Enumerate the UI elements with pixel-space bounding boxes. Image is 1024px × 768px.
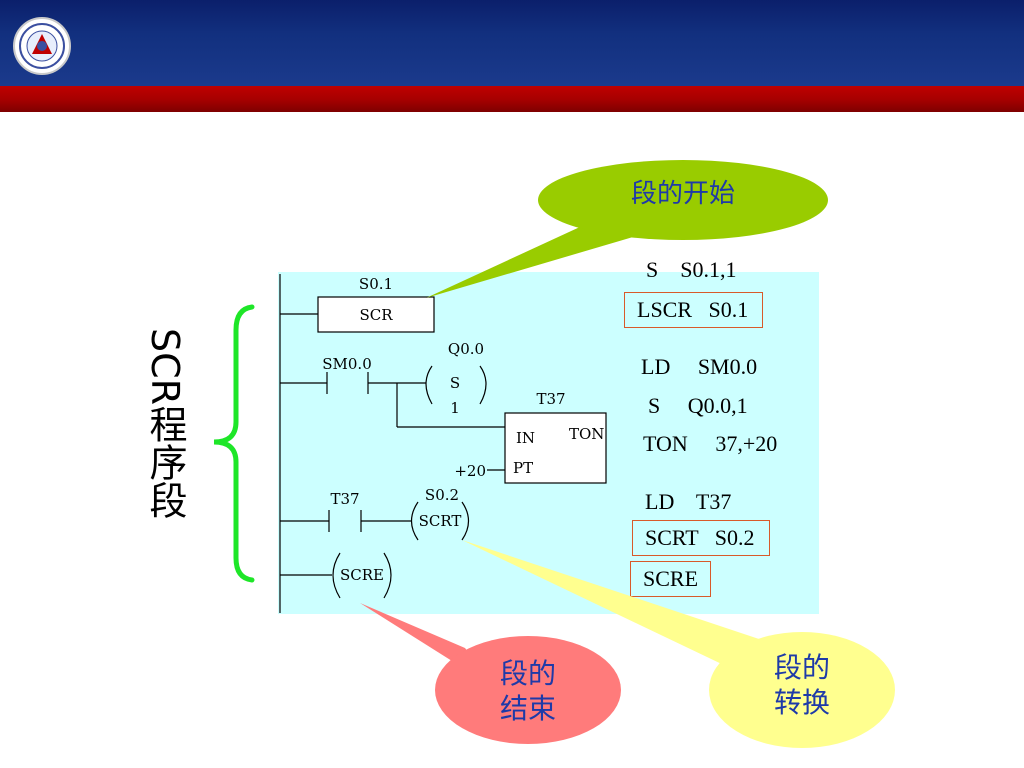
end-callout-line1: 段的 xyxy=(499,657,556,690)
side-title: SCR程序段 xyxy=(143,328,187,520)
university-seal-icon xyxy=(13,17,71,75)
il-partial-top: S S0.1,1 xyxy=(646,257,737,282)
sm0-contact-label: SM0.0 xyxy=(322,355,372,373)
s0-2-coil-address: S0.2 xyxy=(425,486,459,504)
end-callout-text: 段的 结束 xyxy=(478,656,578,726)
transition-callout-line1: 段的 xyxy=(773,651,830,684)
transition-callout-text: 段的 转换 xyxy=(752,650,852,720)
timer-pt-label: PT xyxy=(513,459,533,477)
scrt-coil-label: SCRT xyxy=(419,512,462,530)
il-ld-sm0: LD SM0.0 xyxy=(641,354,758,379)
il-ton: TON 37,+20 xyxy=(643,431,778,456)
il-scre: SCRE xyxy=(630,561,712,597)
header-red-bar xyxy=(0,86,1024,112)
timer-in-label: IN xyxy=(516,429,535,447)
il-partial-clip: S S0.1,1 xyxy=(640,259,820,284)
t37-contact-label: T37 xyxy=(330,490,359,508)
set-coil-op: S xyxy=(450,374,460,392)
start-callout-bubble xyxy=(538,160,828,240)
transition-callout-bubble xyxy=(709,632,895,748)
pt-value: +20 xyxy=(454,462,486,480)
start-callout-label: 段的开始 xyxy=(630,179,735,209)
il-lscr: LSCR S0.1 xyxy=(624,292,764,328)
timer-type-label: TON xyxy=(569,425,604,443)
il-scrt: SCRT S0.2 xyxy=(632,520,770,556)
start-callout-pointer xyxy=(426,220,650,298)
rung1-address: S0.1 xyxy=(359,275,393,293)
scr-box-label: SCR xyxy=(359,306,393,324)
il-set-q0: S Q0.0,1 xyxy=(648,393,748,418)
scre-coil-label: SCRE xyxy=(340,566,384,584)
end-callout-line2: 结束 xyxy=(499,692,556,725)
il-ld-t37: LD T37 xyxy=(645,489,732,514)
timer-name: T37 xyxy=(536,390,565,408)
end-callout-bubble xyxy=(435,636,621,744)
transition-callout-line2: 转换 xyxy=(773,686,830,719)
set-coil-count: 1 xyxy=(450,399,460,417)
header-band xyxy=(0,0,1024,86)
transition-callout-pointer xyxy=(462,540,762,668)
start-callout-text: 段的开始 xyxy=(583,178,783,211)
q0-coil-address: Q0.0 xyxy=(448,340,484,358)
